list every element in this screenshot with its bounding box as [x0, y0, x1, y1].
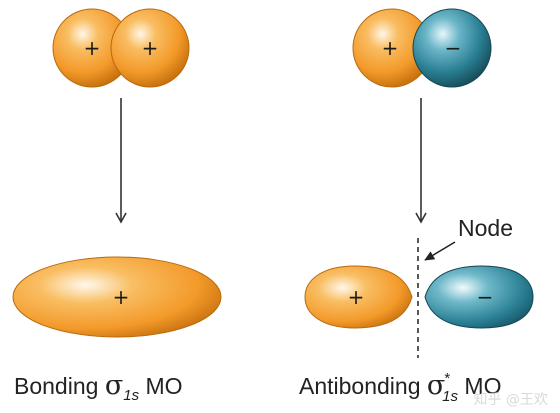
bonding-atom-1-sign: + — [84, 36, 101, 60]
antibonding-caption-subscript: 1s — [442, 388, 458, 405]
antibonding-atom-1-sign: + — [382, 36, 399, 60]
antibonding-caption-symbol: σ — [427, 370, 445, 401]
antibonding-atom-2-orbital — [412, 8, 492, 88]
bonding-mo-sign: + — [113, 285, 130, 309]
bonding-mo-lobe — [12, 256, 222, 338]
antibonding-lobe-1-sign: + — [348, 285, 365, 309]
bonding-caption-subscript: 1s — [123, 387, 139, 404]
bonding-mo: + — [12, 256, 222, 338]
antibonding-caption: Antibonding σ*1s MO — [299, 370, 501, 405]
bonding-caption: Bonding σ1s MO — [14, 370, 183, 404]
watermark-text: 知乎 @王欢 — [474, 391, 548, 408]
antibonding-positive-lobe — [304, 265, 413, 329]
bonding-caption-prefix: Bonding — [14, 373, 105, 399]
antibonding-atom-2-sign: − — [445, 36, 462, 60]
bonding-caption-symbol: σ — [105, 370, 123, 401]
antibonding-negative-lobe — [424, 265, 534, 329]
antibonding-atomic-orbitals: + − — [352, 8, 492, 88]
node-pointer-arrow — [424, 241, 456, 261]
antibonding-mo: + − — [304, 265, 534, 329]
bonding-caption-suffix: MO — [139, 373, 182, 399]
bonding-atomic-orbitals: + + — [52, 8, 190, 88]
antibonding-caption-prefix: Antibonding — [299, 373, 427, 399]
antibonding-caption-superscript: * — [444, 370, 450, 387]
antibonding-lobe-2-sign: − — [477, 285, 494, 309]
antibonding-caption-suffix: MO — [458, 373, 501, 399]
bonding-atom-2-orbital — [110, 8, 190, 88]
node-label: Node — [458, 215, 513, 241]
bonding-atom-2-sign: + — [142, 36, 159, 60]
